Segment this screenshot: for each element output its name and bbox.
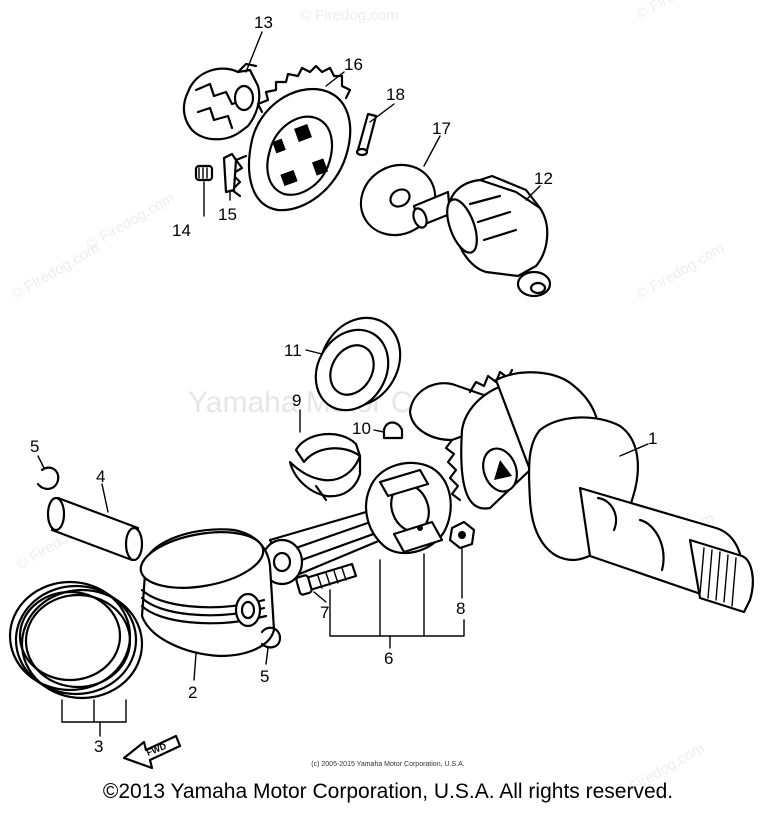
part-6-connecting-rod (260, 461, 452, 586)
part-4-piston-pin (46, 496, 144, 562)
callout-16: 16 (344, 55, 363, 74)
part-15-pin (222, 152, 238, 194)
callout-10: 10 (352, 419, 371, 438)
callout-12: 12 (534, 169, 553, 188)
part-9-bearing (288, 432, 362, 502)
callout-6: 6 (384, 649, 393, 668)
leader-lines (37, 31, 649, 737)
part-11-oil-seal (314, 316, 402, 412)
callout-5-top: 5 (30, 437, 39, 456)
callout-8: 8 (456, 599, 465, 618)
part-13-pump-rotor (182, 62, 261, 141)
callout-5-bottom: 5 (260, 667, 269, 686)
callout-7: 7 (320, 603, 329, 622)
callout-17: 17 (432, 119, 451, 138)
callout-18: 18 (386, 85, 405, 104)
callout-labels: 13 16 18 17 12 14 15 11 10 1 9 5 4 2 5 7… (30, 13, 657, 756)
part-8-nut (448, 520, 476, 550)
part-5-circlip-left (36, 466, 60, 490)
callout-11: 11 (284, 341, 302, 360)
callout-3: 3 (94, 737, 103, 756)
callout-1: 1 (648, 429, 657, 448)
callout-2: 2 (188, 683, 197, 702)
part-14-spring (194, 164, 214, 182)
part-18-dowel (355, 112, 378, 157)
callout-9: 9 (292, 391, 301, 410)
callout-13: 13 (254, 13, 273, 32)
part-10-key (382, 421, 404, 440)
callout-15: 15 (218, 205, 237, 224)
watermark-firedog: © Firedog.com (634, 0, 728, 23)
part-16-pump-gear (230, 64, 352, 212)
part-1-crankshaft (408, 368, 754, 614)
callout-4: 4 (96, 467, 105, 486)
watermark-firedog: © Firedog.com (300, 7, 399, 24)
part-3-piston-rings (8, 580, 144, 700)
part-5-circlip-right (260, 626, 282, 649)
fwd-arrow-icon: FWD (122, 734, 182, 770)
part-2-piston (139, 528, 276, 658)
callout-14: 14 (172, 221, 191, 240)
copyright-main: ©2013 Yamaha Motor Corporation, U.S.A. A… (103, 780, 673, 803)
part-7-bolt (295, 562, 358, 596)
watermark-firedog: © Firedog.com (84, 189, 178, 253)
watermark-firedog: © Firedog.com (634, 239, 728, 303)
copyright-small: (c) 2005-2015 Yamaha Motor Corporation, … (311, 761, 464, 768)
part-12-pump-shaft (412, 174, 552, 298)
watermark-firedog: © Firedog.com (9, 239, 103, 303)
